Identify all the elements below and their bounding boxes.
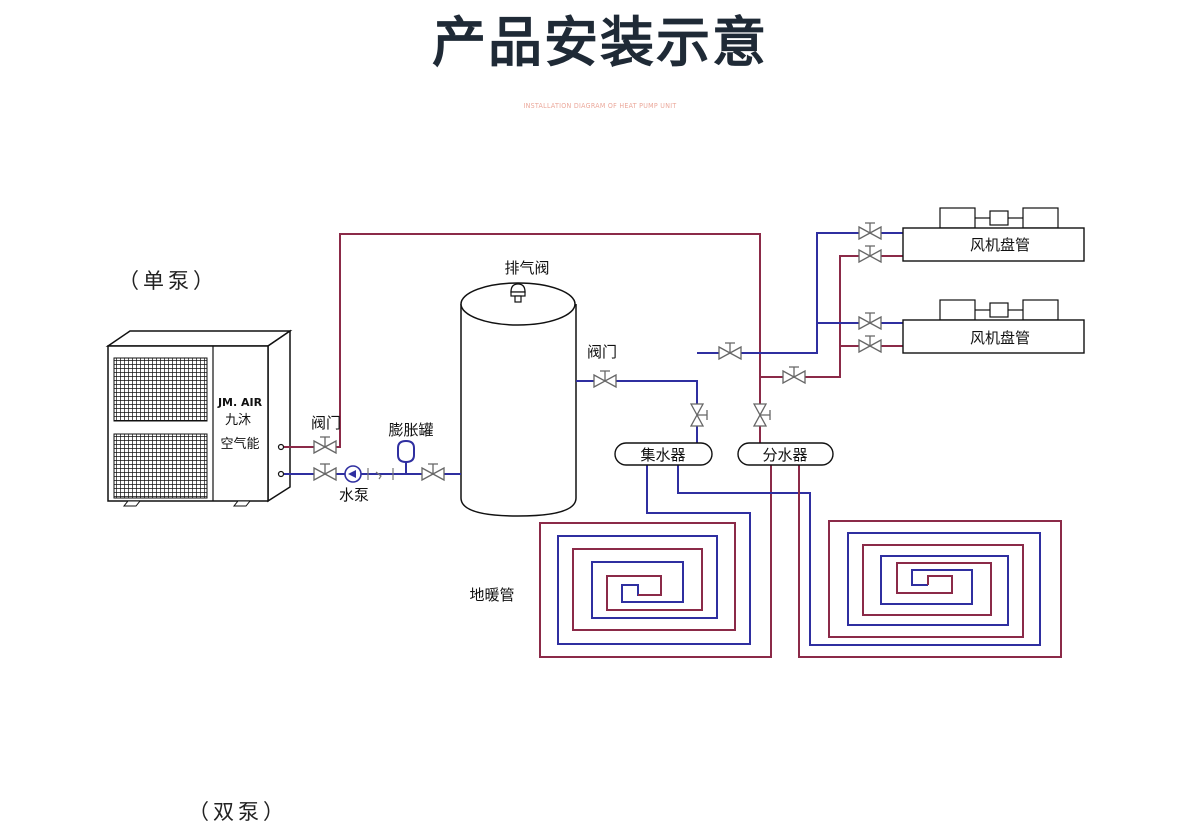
floor-loop-right-return: [677, 465, 1041, 646]
valve-left-label: 阀门: [311, 414, 341, 432]
distributor-label: 分水器: [762, 446, 807, 464]
valve-distributor[interactable]: [752, 403, 771, 427]
valve-return-tank[interactable]: [421, 463, 445, 482]
unit-brand-cn: 九沐: [225, 413, 251, 428]
collector: 集水器: [614, 442, 713, 466]
page-subtitle: INSTALLATION DIAGRAM OF HEAT PUMP UNIT: [523, 102, 677, 110]
exhaust-valve-icon: [510, 283, 526, 303]
valve-return-branch[interactable]: [718, 342, 742, 361]
buffer-tank: [460, 282, 577, 517]
fan-coil-2-label: 风机盘管: [970, 329, 1030, 347]
valves: [313, 222, 882, 482]
supply-port: [277, 443, 285, 451]
valve-fancoil-2-supply[interactable]: [858, 335, 882, 354]
valve-fancoil-2-return[interactable]: [858, 312, 882, 331]
floor-loop-right-supply: [798, 465, 1062, 658]
fan-coil-1: 风机盘管: [902, 207, 1085, 262]
unit-type: 空气能: [220, 436, 259, 452]
fan-coil-1-label: 风机盘管: [970, 236, 1030, 254]
unit-brand-en: JM. AIR: [217, 396, 263, 409]
single-pump-note: （单泵）: [118, 269, 218, 293]
fan-grill-top: [113, 357, 208, 422]
valve-fancoil-1-return[interactable]: [858, 222, 882, 241]
floor-heating-label: 地暖管: [469, 586, 514, 604]
valve-supply-branch[interactable]: [782, 366, 806, 385]
fan-coil-2: 风机盘管: [902, 299, 1085, 354]
valve-supply-unit[interactable]: [313, 436, 337, 455]
valve-tank-label: 阀门: [587, 343, 617, 361]
water-pump-label: 水泵: [339, 486, 369, 504]
fan-grill-bottom: [113, 433, 208, 499]
valve-tank-outlet[interactable]: [593, 370, 617, 389]
return-port: [277, 470, 285, 478]
return-pipe-tank: [576, 380, 698, 446]
valve-fancoil-1-supply[interactable]: [858, 245, 882, 264]
expansion-tank-icon: [397, 439, 415, 474]
page-title: 产品安装示意: [432, 11, 768, 74]
valve-collector[interactable]: [689, 403, 708, 427]
distributor: 分水器: [737, 442, 834, 466]
collector-label: 集水器: [640, 446, 685, 464]
exhaust-valve-label: 排气阀: [504, 259, 549, 277]
floor-loop-left-supply: [539, 465, 772, 658]
heat-pump-unit: JM. AIR 九沐 空气能: [105, 329, 293, 507]
valve-return-unit[interactable]: [313, 463, 337, 482]
check-valve-icon: [367, 468, 394, 480]
expansion-tank-label: 膨胀罐: [388, 421, 433, 439]
water-pump-icon: [344, 465, 362, 483]
